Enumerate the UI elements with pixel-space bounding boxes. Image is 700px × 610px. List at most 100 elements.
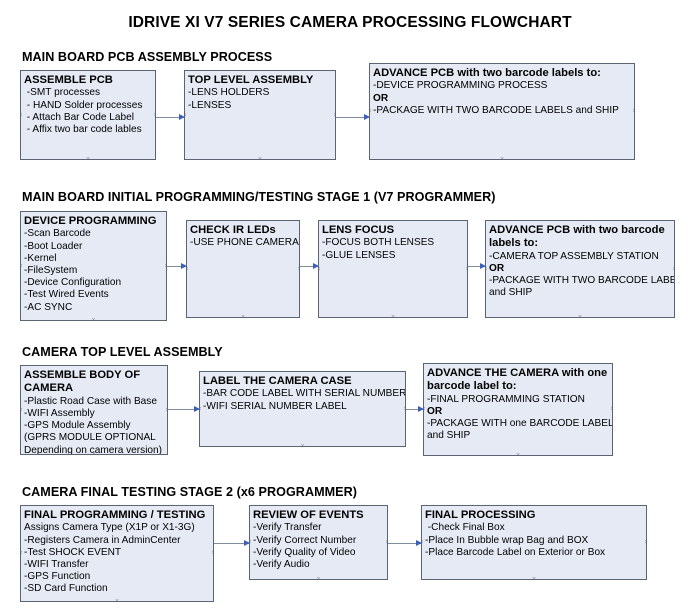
connector-device-programming-to-check-ir-leds <box>167 263 187 270</box>
resize-handle-top[interactable] <box>300 372 305 374</box>
node-line: -Scan Barcode <box>24 228 91 240</box>
resize-handle-bottom[interactable] <box>241 315 246 317</box>
node-title: ASSEMBLE PCB <box>24 74 113 86</box>
resize-handle-left[interactable] <box>21 113 23 118</box>
node-line: -WIFI SERIAL NUMBER LABEL <box>203 400 347 412</box>
node-final-programming-testing[interactable]: FINAL PROGRAMMING / TESTING Assigns Came… <box>20 505 214 602</box>
node-top-level-assembly[interactable]: TOP LEVEL ASSEMBLY -LENS HOLDERS -LENSES <box>184 70 336 160</box>
node-lines: -FINAL PROGRAMMING STATION OR -PACKAGE W… <box>427 393 613 443</box>
node-line: -AC SYNC <box>24 301 73 313</box>
node-line: -Place Barcode Label on Exterior or Box <box>425 546 606 558</box>
node-lines: -USE PHONE CAMERA <box>190 237 299 249</box>
node-assemble-pcb[interactable]: ASSEMBLE PCB -SMT processes - HAND Solde… <box>20 70 156 160</box>
resize-handle-top[interactable] <box>532 506 537 508</box>
node-assemble-body-of-camera[interactable]: ASSEMBLE BODY OF CAMERA -Plastic Road Ca… <box>20 365 168 455</box>
resize-handle-top[interactable] <box>578 221 583 223</box>
node-title: ADVANCE PCB with two barcode labels to: <box>373 67 601 79</box>
node-line: -Boot Loader <box>24 240 83 252</box>
node-title: FINAL PROCESSING <box>425 509 536 521</box>
resize-handle-left[interactable] <box>486 267 488 272</box>
resize-handle-bottom[interactable] <box>500 157 505 159</box>
node-advance-pcb-two-barcode-labels[interactable]: ADVANCE PCB with two barcode labels to: … <box>369 63 635 160</box>
resize-handle-right[interactable] <box>644 540 646 545</box>
node-line: -USE PHONE CAMERA <box>190 237 299 249</box>
node-advance-the-camera-one-barcode-label[interactable]: ADVANCE THE CAMERA with one barcode labe… <box>423 363 613 456</box>
resize-handle-top[interactable] <box>241 221 246 223</box>
node-line: OR <box>489 263 505 275</box>
resize-handle-left[interactable] <box>21 264 23 269</box>
resize-handle-top[interactable] <box>115 506 120 508</box>
resize-handle-left[interactable] <box>370 109 372 114</box>
node-title: TOP LEVEL ASSEMBLY <box>188 74 314 86</box>
node-line: -SD Card Function <box>24 583 108 595</box>
node-line: -GLUE LENSES <box>322 249 396 261</box>
node-line: - Attach Bar Code Label <box>24 111 134 123</box>
node-label-the-camera-case[interactable]: LABEL THE CAMERA CASE -BAR CODE LABEL WI… <box>199 371 406 447</box>
resize-handle-right[interactable] <box>610 407 612 412</box>
resize-handle-right[interactable] <box>632 109 634 114</box>
node-final-processing[interactable]: FINAL PROCESSING -Check Final Box -Place… <box>421 505 647 580</box>
node-review-of-events[interactable]: REVIEW OF EVENTS -Verify Transfer -Verif… <box>249 505 388 580</box>
resize-handle-bottom[interactable] <box>391 315 396 317</box>
resize-handle-left[interactable] <box>185 113 187 118</box>
section-title-main-board-pcb-assembly-process: MAIN BOARD PCB ASSEMBLY PROCESS <box>22 50 273 64</box>
resize-handle-bottom[interactable] <box>578 315 583 317</box>
resize-handle-top[interactable] <box>500 64 505 66</box>
node-line: -LENSES <box>188 99 232 111</box>
connector-review-of-events-to-final-processing <box>388 540 422 547</box>
arrow-head-icon <box>181 263 187 270</box>
node-line: -FileSystem <box>24 265 78 277</box>
resize-handle-bottom[interactable] <box>91 318 96 320</box>
resize-handle-left[interactable] <box>200 407 202 412</box>
resize-handle-top[interactable] <box>258 71 263 73</box>
resize-handle-left[interactable] <box>21 408 23 413</box>
node-line: -SMT processes <box>24 87 101 99</box>
resize-handle-left[interactable] <box>21 551 23 556</box>
resize-handle-bottom[interactable] <box>258 157 263 159</box>
resize-handle-right[interactable] <box>211 551 213 556</box>
connector-check-ir-leds-to-lens-focus <box>300 263 319 270</box>
resize-handle-left[interactable] <box>250 540 252 545</box>
resize-handle-bottom[interactable] <box>532 577 537 579</box>
node-line: -LENS HOLDERS <box>188 87 270 99</box>
node-device-programming[interactable]: DEVICE PROGRAMMING -Scan Barcode -Boot L… <box>20 211 167 321</box>
node-line: OR <box>373 92 389 104</box>
node-lines: -Verify Transfer -Verify Correct Number … <box>253 522 385 571</box>
resize-handle-left[interactable] <box>187 267 189 272</box>
resize-handle-bottom[interactable] <box>86 157 91 159</box>
connector-lens-focus-to-advance-pcb-camera-top-assembly <box>468 263 486 270</box>
resize-handle-top[interactable] <box>316 506 321 508</box>
resize-handle-bottom[interactable] <box>115 599 120 601</box>
section-title-camera-final-testing-stage-2: CAMERA FINAL TESTING STAGE 2 (x6 PROGRAM… <box>22 485 358 499</box>
resize-handle-top[interactable] <box>391 221 396 223</box>
node-line: -FINAL PROGRAMMING STATION <box>427 393 585 405</box>
node-title: REVIEW OF EVENTS <box>253 509 364 521</box>
resize-handle-left[interactable] <box>424 407 426 412</box>
node-line: -PACKAGE WITH one BARCODE LABEL <box>427 418 613 430</box>
node-title: LENS FOCUS <box>322 224 395 236</box>
resize-handle-bottom[interactable] <box>300 444 305 446</box>
resize-handle-left[interactable] <box>422 540 424 545</box>
resize-handle-bottom[interactable] <box>516 453 521 455</box>
node-line: -WIFI Assembly <box>24 408 95 420</box>
resize-handle-top[interactable] <box>86 71 91 73</box>
arrow-head-icon <box>416 540 422 547</box>
connector-final-programming-to-review-of-events <box>214 540 250 547</box>
resize-handle-bottom[interactable] <box>316 577 321 579</box>
node-line: -GPS Module Assembly <box>24 420 131 432</box>
resize-handle-top[interactable] <box>92 366 97 368</box>
node-line: -Test Wired Events <box>24 289 109 301</box>
node-lens-focus[interactable]: LENS FOCUS -FOCUS BOTH LENSES -GLUE LENS… <box>318 220 468 318</box>
connector-assemble-body-to-label-camera-case <box>168 406 200 413</box>
resize-handle-top[interactable] <box>91 212 96 214</box>
connector-assemble-pcb-to-top-level-assembly <box>156 114 185 121</box>
resize-handle-right[interactable] <box>672 267 674 272</box>
node-lines: Assigns Camera Type (X1P or X1-3G) -Regi… <box>24 522 211 595</box>
resize-handle-left[interactable] <box>319 267 321 272</box>
node-check-ir-leds[interactable]: CHECK IR LEDs -USE PHONE CAMERA <box>186 220 300 318</box>
node-line: -DEVICE PROGRAMMING PROCESS <box>373 80 548 92</box>
node-advance-pcb-camera-top-assembly[interactable]: ADVANCE PCB with two barcode labels to: … <box>485 220 675 318</box>
node-line: -Registers Camera in AdminCenter <box>24 534 181 546</box>
node-line: -CAMERA TOP ASSEMBLY STATION <box>489 250 659 262</box>
resize-handle-top[interactable] <box>516 364 521 366</box>
